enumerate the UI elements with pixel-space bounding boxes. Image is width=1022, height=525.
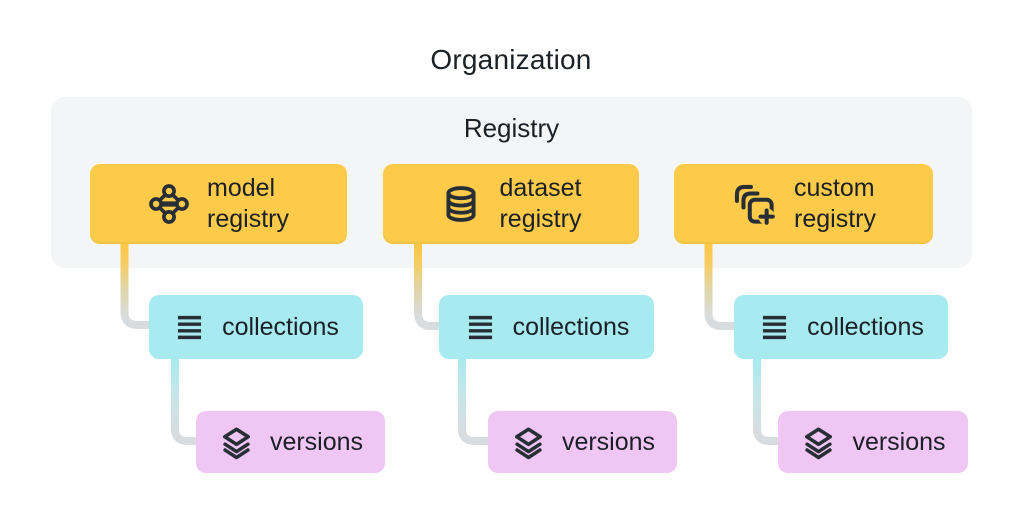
model-network-icon	[148, 183, 190, 225]
collections-label: collections	[512, 312, 630, 341]
menu-lines-icon	[758, 311, 791, 344]
menu-lines-icon	[173, 311, 206, 344]
database-icon	[440, 183, 482, 225]
connector-collections-to-versions-2	[458, 355, 490, 445]
dataset-registry-node: dataset registry	[383, 164, 639, 244]
collections-node-2: collections	[439, 295, 654, 359]
connector-model-to-collections	[120, 240, 151, 329]
model-registry-node: model registry	[90, 164, 347, 244]
label-line: model	[207, 174, 276, 202]
label-line: registry	[794, 205, 876, 233]
model-registry-label: model registry	[207, 173, 289, 235]
registry-panel-title: Registry	[463, 113, 560, 143]
dataset-registry-label: dataset registry	[499, 173, 581, 235]
versions-node-3: versions	[778, 411, 968, 473]
versions-label: versions	[561, 427, 656, 456]
stacked-squares-plus-icon	[731, 181, 777, 227]
collections-node-3: collections	[734, 295, 948, 359]
label-line: custom	[794, 174, 875, 202]
label-line: registry	[499, 205, 582, 233]
layer-stack-icon	[800, 424, 837, 461]
custom-registry-label: custom registry	[794, 173, 876, 235]
label-line: dataset	[499, 174, 582, 202]
versions-label: versions	[852, 427, 946, 456]
label-line: registry	[207, 205, 289, 233]
connector-dataset-to-collections	[414, 240, 441, 330]
connector-collections-to-versions-3	[753, 355, 780, 445]
versions-label: versions	[269, 427, 364, 456]
custom-registry-node: custom registry	[674, 164, 933, 244]
layer-stack-icon	[510, 424, 547, 461]
menu-lines-icon	[464, 311, 497, 344]
collections-label: collections	[807, 312, 924, 341]
versions-node-1: versions	[196, 411, 385, 473]
connector-custom-to-collections	[704, 240, 736, 330]
versions-node-2: versions	[488, 411, 677, 473]
connector-collections-to-versions-1	[171, 355, 198, 445]
collections-node-1: collections	[149, 295, 363, 359]
layer-stack-icon	[218, 424, 255, 461]
organization-title: Organization	[430, 44, 592, 75]
collections-label: collections	[222, 312, 339, 341]
